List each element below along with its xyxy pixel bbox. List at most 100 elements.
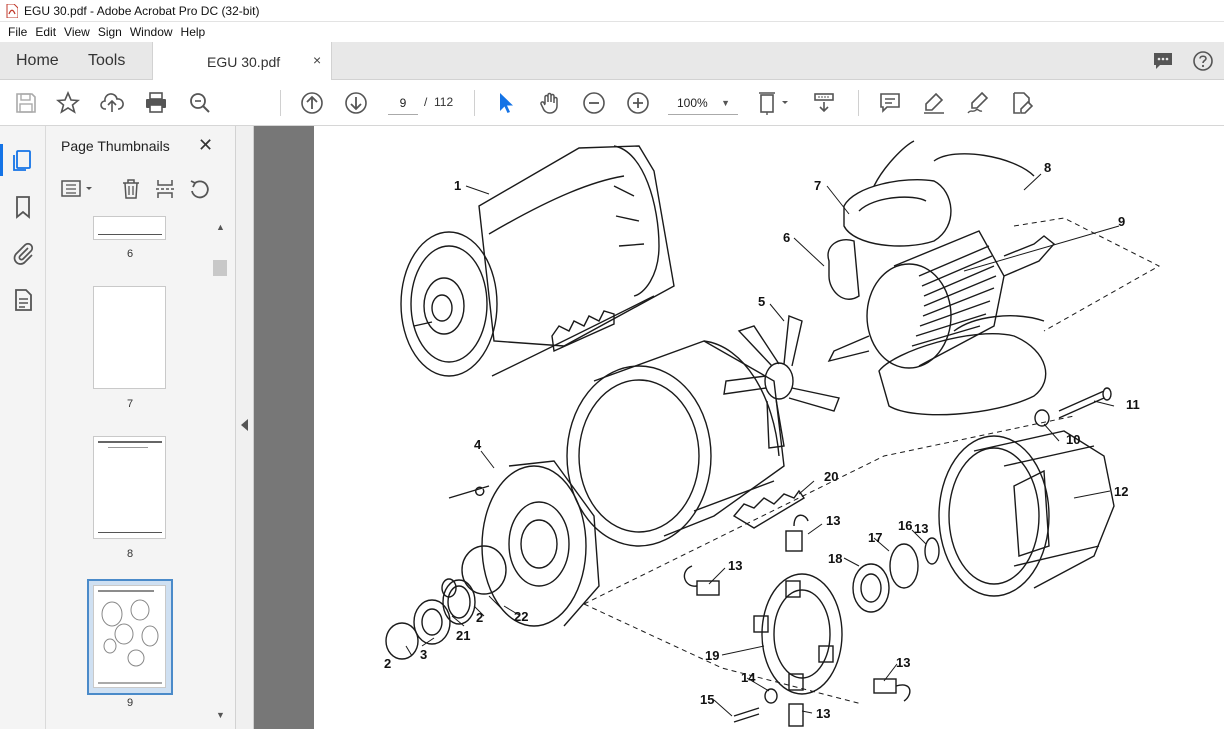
menu-sign[interactable]: Sign xyxy=(97,25,122,39)
window-title: EGU 30.pdf - Adobe Acrobat Pro DC (32-bi… xyxy=(24,3,260,18)
toolbar-divider xyxy=(280,90,281,116)
callout-16: 16 xyxy=(898,518,912,533)
options-menu-icon[interactable] xyxy=(60,178,96,200)
callout-15: 15 xyxy=(700,692,714,707)
save-icon[interactable] xyxy=(14,91,38,115)
scroll-down-icon[interactable]: ▼ xyxy=(216,710,225,720)
callout-19: 19 xyxy=(705,648,719,663)
tab-document-label: EGU 30.pdf xyxy=(207,54,281,70)
menu-file[interactable]: File xyxy=(8,25,28,39)
document-icon[interactable] xyxy=(11,288,35,312)
callout-1: 1 xyxy=(454,178,461,193)
page-separator: / xyxy=(424,95,428,109)
thumbnail-toolbar xyxy=(46,174,236,206)
callout-17: 17 xyxy=(868,530,882,545)
find-zoom-icon[interactable] xyxy=(188,91,212,115)
zoom-level-select[interactable]: 100% ▼ xyxy=(668,91,738,115)
hand-icon[interactable] xyxy=(538,91,562,115)
thumbnail-page-6[interactable] xyxy=(93,216,166,240)
zoom-in-icon[interactable] xyxy=(626,91,650,115)
insert-pages-icon[interactable] xyxy=(154,178,176,200)
highlight-icon[interactable] xyxy=(922,91,946,115)
callout-9: 9 xyxy=(1118,214,1125,229)
left-navigation-rail xyxy=(0,126,46,729)
tab-document[interactable]: EGU 30.pdf × xyxy=(152,42,332,81)
fan-drawing xyxy=(723,315,840,449)
tab-tools[interactable]: Tools xyxy=(88,52,126,69)
main-toolbar: 9 / 112 100% ▼ xyxy=(0,80,1224,126)
sign-icon[interactable] xyxy=(966,91,990,115)
current-page-input[interactable]: 9 xyxy=(388,91,418,115)
callout-22: 22 xyxy=(514,609,528,624)
rotate-icon[interactable] xyxy=(188,178,210,200)
callout-2a: 2 xyxy=(384,656,391,671)
select-cursor-icon[interactable] xyxy=(494,91,518,115)
end-shield-drawing xyxy=(448,460,600,627)
acrobat-pdf-icon xyxy=(6,3,18,18)
thumbnail-list: 6 7 8 9 xyxy=(46,216,214,729)
thumbnail-label: 9 xyxy=(126,697,134,709)
bookmark-star-icon[interactable] xyxy=(55,90,81,115)
panel-close-button[interactable]: ✕ xyxy=(198,135,214,155)
bolt-drawing xyxy=(1034,387,1112,427)
callout-4: 4 xyxy=(474,437,482,452)
callout-labels: 1 2 2 3 4 5 6 7 8 9 10 11 12 13 13 13 13… xyxy=(384,160,1140,721)
comment-icon[interactable] xyxy=(878,91,902,115)
edit-pdf-icon[interactable] xyxy=(1010,91,1034,115)
rings-bearings-drawing xyxy=(385,545,507,660)
total-pages: 112 xyxy=(434,95,454,109)
tab-bar: Home Tools EGU 30.pdf × xyxy=(0,42,1224,81)
callout-7: 7 xyxy=(814,178,821,193)
callout-12: 12 xyxy=(1114,484,1128,499)
menu-help[interactable]: Help xyxy=(180,25,206,39)
scrollbar-thumb[interactable] xyxy=(213,260,227,276)
thumbnail-page-7[interactable] xyxy=(93,286,166,389)
upload-icon[interactable] xyxy=(100,91,124,115)
callout-13b: 13 xyxy=(728,558,742,573)
bookmark-icon[interactable] xyxy=(11,195,35,219)
zoom-out-icon[interactable] xyxy=(582,91,606,115)
callout-6: 6 xyxy=(783,230,790,245)
toolbar-divider xyxy=(474,90,475,116)
assembly-guide-lines xyxy=(583,217,1161,705)
print-icon[interactable] xyxy=(144,91,168,115)
callout-14: 14 xyxy=(741,670,756,685)
thumbnail-page-8[interactable] xyxy=(93,436,166,539)
thumbnail-scrollbar[interactable]: ▲ ▼ xyxy=(212,216,228,726)
end-housing-drawing xyxy=(938,430,1115,597)
trash-icon[interactable] xyxy=(120,178,142,200)
menu-view[interactable]: View xyxy=(64,25,90,39)
callout-13e: 13 xyxy=(914,521,928,536)
pages-icon[interactable] xyxy=(11,148,35,172)
active-rail-indicator xyxy=(0,144,3,176)
scroll-up-icon[interactable]: ▲ xyxy=(216,222,225,232)
thumbnail-drawing-preview xyxy=(98,590,162,684)
collapse-arrow-icon[interactable] xyxy=(241,419,248,431)
callout-8: 8 xyxy=(1044,160,1051,175)
panel-collapse-strip[interactable] xyxy=(236,126,254,729)
attachment-icon[interactable] xyxy=(11,241,35,265)
pdf-page[interactable]: 1 2 2 3 4 5 6 7 8 9 10 11 12 13 13 13 13… xyxy=(314,126,1224,729)
callout-11: 11 xyxy=(1126,397,1140,412)
menu-window[interactable]: Window xyxy=(129,25,173,39)
thumbnail-page-9[interactable] xyxy=(93,585,166,688)
menu-edit[interactable]: Edit xyxy=(35,25,57,39)
thumbnail-label: 7 xyxy=(126,398,134,410)
page-up-icon[interactable] xyxy=(300,91,324,115)
page-down-icon[interactable] xyxy=(344,91,368,115)
thumbnail-label: 6 xyxy=(126,248,134,260)
callout-leader-lines xyxy=(405,173,1120,717)
help-icon[interactable] xyxy=(1192,50,1214,72)
tab-close-button[interactable]: × xyxy=(313,52,322,68)
toolbar-divider xyxy=(858,90,859,116)
tab-home[interactable]: Home xyxy=(16,52,59,69)
title-bar: EGU 30.pdf - Adobe Acrobat Pro DC (32-bi… xyxy=(0,0,1224,22)
comment-bubble-icon[interactable] xyxy=(1152,50,1174,72)
page-fit-icon[interactable] xyxy=(756,91,792,115)
callout-10: 10 xyxy=(1066,432,1080,447)
chevron-down-icon: ▼ xyxy=(721,98,730,108)
menu-bar: File Edit View Sign Window Help xyxy=(0,22,1224,42)
scroll-mode-icon[interactable] xyxy=(812,91,836,115)
rotor-armature-drawing xyxy=(827,230,1056,369)
brush-holder-drawing xyxy=(683,489,940,727)
